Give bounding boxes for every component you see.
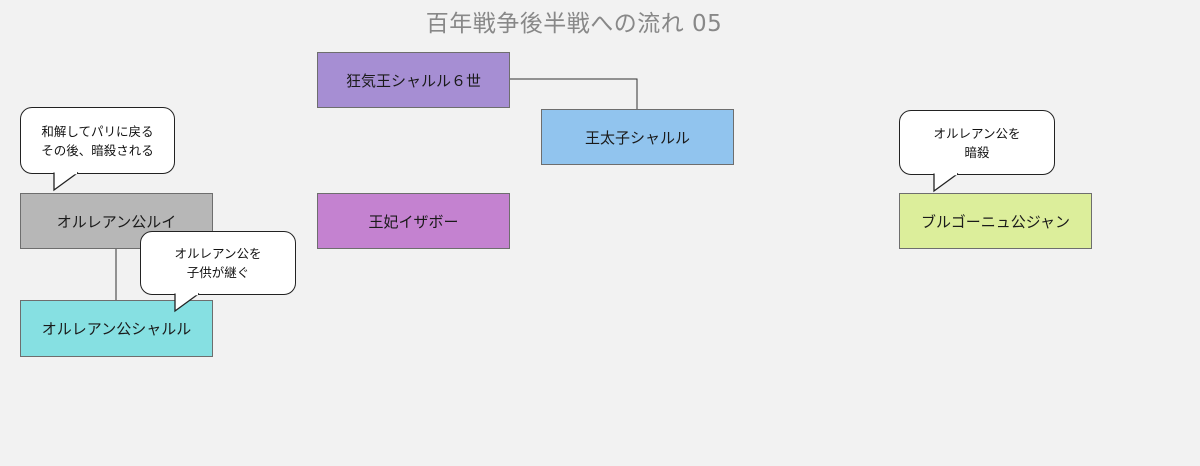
node-charles-orleans-label: オルレアン公シャルル bbox=[41, 320, 192, 338]
callout-succession-line-2: 子供が継ぐ bbox=[186, 265, 250, 280]
node-louis-orleans-label: オルレアン公ルイ bbox=[56, 212, 177, 231]
connector-charles6-dauphin bbox=[510, 78, 638, 109]
callout-louis[interactable]: 和解してパリに戻る その後、暗殺される bbox=[20, 107, 175, 174]
node-charles-orleans[interactable]: オルレアン公シャルル bbox=[20, 300, 213, 357]
node-isabeau-label: 王妃イザボー bbox=[368, 212, 459, 231]
node-charles6-label: 狂気王シャルル６世 bbox=[345, 71, 481, 90]
callout-louis-line-1: 和解してパリに戻る bbox=[41, 123, 154, 139]
callout-succession-line-1: オルレアン公を bbox=[174, 246, 262, 261]
callout-burgundy[interactable]: オルレアン公を 暗殺 bbox=[899, 110, 1055, 175]
node-dauphin[interactable]: 王太子シャルル bbox=[541, 109, 734, 165]
node-jean-burgundy[interactable]: ブルゴーニュ公ジャン bbox=[899, 193, 1092, 249]
callout-burgundy-line-1: オルレアン公を bbox=[933, 125, 1021, 141]
callout-louis-line-2: その後、暗殺される bbox=[41, 142, 154, 158]
node-charles6[interactable]: 狂気王シャルル６世 bbox=[317, 52, 510, 108]
node-jean-burgundy-label: ブルゴーニュ公ジャン bbox=[921, 212, 1070, 231]
node-isabeau[interactable]: 王妃イザボー bbox=[317, 193, 510, 249]
callout-burgundy-line-2: 暗殺 bbox=[964, 144, 990, 160]
callout-succession[interactable]: オルレアン公を 子供が継ぐ bbox=[140, 231, 296, 295]
node-dauphin-label: 王太子シャルル bbox=[584, 128, 690, 147]
diagram-title: 百年戦争後半戦への流れ 05 bbox=[425, 11, 723, 37]
